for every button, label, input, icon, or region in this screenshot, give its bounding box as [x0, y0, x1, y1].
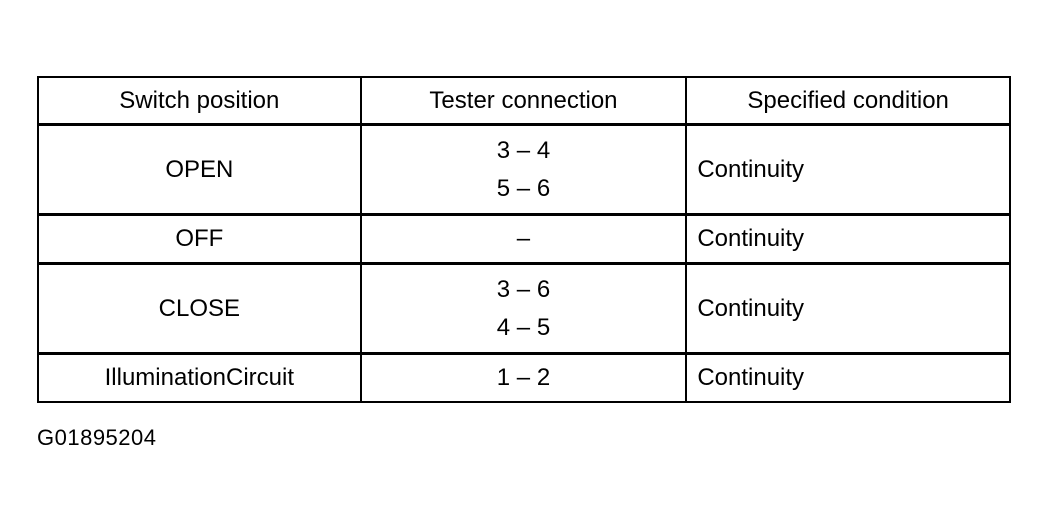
- connection-value: 3 – 4: [496, 136, 551, 164]
- tester-connection-cell: 1 – 2: [359, 352, 688, 402]
- switch-position-cell: IlluminationCircuit: [37, 352, 362, 402]
- connection-value: 5 – 6: [496, 174, 551, 202]
- connection-value: –: [516, 225, 531, 252]
- tester-connection-cell: –: [359, 213, 688, 264]
- tester-connection-cell: 3 – 4 5 – 6: [359, 123, 688, 215]
- table-row: CLOSE 3 – 6 4 – 5 Continuity: [37, 262, 1011, 354]
- header-tester-connection: Tester connection: [359, 77, 688, 126]
- specified-condition-cell: Continuity: [685, 213, 1011, 264]
- header-switch-position: Switch position: [37, 77, 362, 126]
- connection-value: 1 – 2: [496, 364, 551, 391]
- figure-id: G01895204: [37, 425, 157, 450]
- switch-position-cell: CLOSE: [37, 262, 362, 354]
- specified-condition-cell: Continuity: [685, 352, 1011, 402]
- table-header-row: Switch position Tester connection Specif…: [37, 77, 1011, 126]
- connection-value: 3 – 6: [496, 275, 551, 303]
- header-specified-condition: Specified condition: [685, 77, 1011, 126]
- table-row: OPEN 3 – 4 5 – 6 Continuity: [37, 123, 1011, 215]
- specified-condition-cell: Continuity: [685, 123, 1011, 215]
- tester-connection-cell: 3 – 6 4 – 5: [359, 262, 688, 354]
- specified-condition-cell: Continuity: [685, 262, 1011, 354]
- switch-position-cell: OPEN: [37, 123, 362, 215]
- table-row: IlluminationCircuit 1 – 2 Continuity: [37, 352, 1011, 402]
- table-row: OFF – Continuity: [37, 213, 1011, 264]
- connection-value: 4 – 5: [496, 313, 551, 341]
- specification-table: Switch position Tester connection Specif…: [37, 76, 1011, 403]
- switch-position-cell: OFF: [37, 213, 362, 264]
